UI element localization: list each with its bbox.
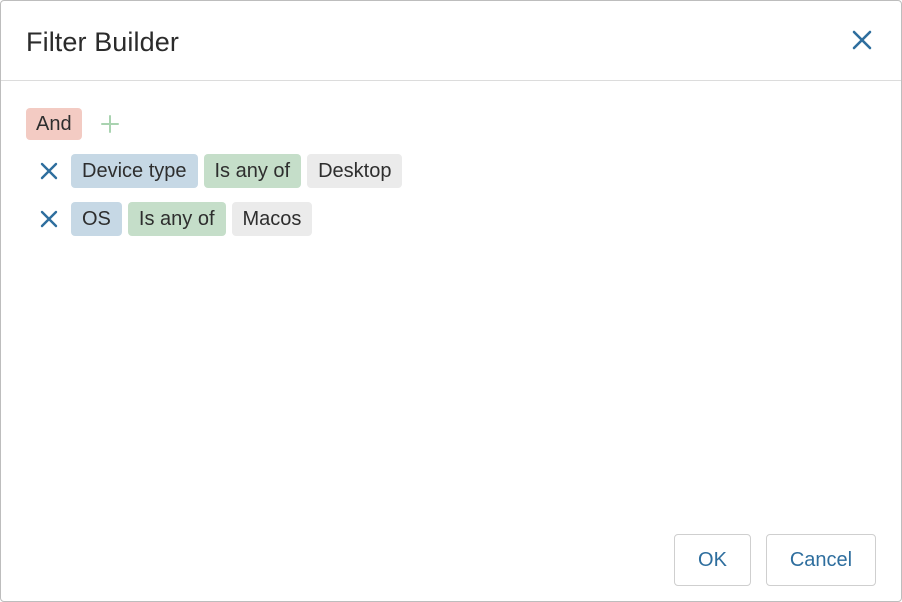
group-operator-chip[interactable]: And xyxy=(26,108,82,140)
condition-row: Device type Is any of Desktop xyxy=(37,154,403,188)
remove-condition-button[interactable] xyxy=(37,159,61,183)
dialog-header: Filter Builder xyxy=(1,1,901,81)
add-condition-button[interactable] xyxy=(98,112,122,136)
condition-field-chip[interactable]: Device type xyxy=(71,154,198,188)
dialog-title: Filter Builder xyxy=(26,27,179,57)
group-row: And xyxy=(26,108,122,140)
plus-icon xyxy=(100,115,119,133)
condition-field-chip[interactable]: OS xyxy=(71,202,122,236)
ok-button[interactable]: OK xyxy=(674,534,751,586)
condition-operator-chip[interactable]: Is any of xyxy=(127,202,226,236)
condition-value-chip[interactable]: Desktop xyxy=(307,154,403,188)
condition-operator-chip[interactable]: Is any of xyxy=(203,154,302,188)
close-icon xyxy=(40,210,58,228)
close-icon xyxy=(40,162,58,180)
close-icon xyxy=(852,30,872,50)
remove-condition-button[interactable] xyxy=(37,207,61,231)
close-button[interactable] xyxy=(845,23,879,57)
filter-area: And Device type Is any of Desktop xyxy=(1,81,901,521)
cancel-button[interactable]: Cancel xyxy=(766,534,876,586)
condition-value-chip[interactable]: Macos xyxy=(231,202,313,236)
condition-row: OS Is any of Macos xyxy=(37,202,313,236)
